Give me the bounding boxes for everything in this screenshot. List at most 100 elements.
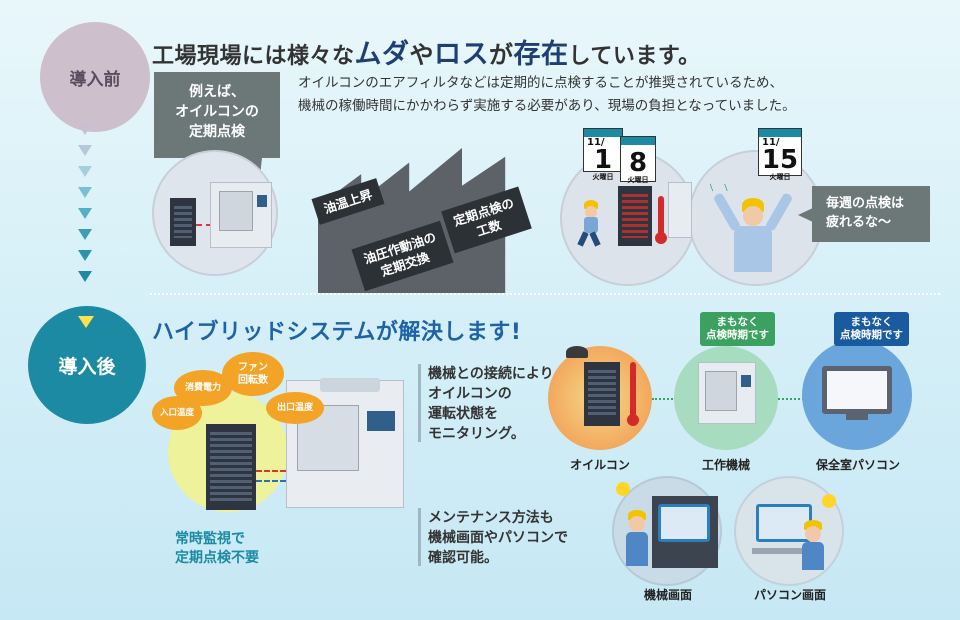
down-arrow-icon [78, 316, 94, 328]
connection-line [196, 224, 212, 226]
thermometer-bulb [627, 414, 639, 426]
bubble-line: 定期点検 [189, 124, 245, 140]
keyboard [752, 548, 802, 554]
calendar-month: 11/ [762, 137, 780, 148]
machine-tool-illustration [698, 362, 756, 424]
cloud-label: ファン 回転数 [238, 362, 268, 386]
machine-screen-display [658, 504, 710, 542]
network-caption-machine: 工作機械 [686, 456, 766, 473]
heading-text: 工場現場には様々な [152, 44, 355, 69]
machine-tool-illustration [668, 182, 692, 238]
monitor-icon [822, 366, 892, 414]
lightbulb-icon [616, 482, 630, 496]
point-line: モニタリング。 [428, 426, 525, 442]
machine-tool-illustration [210, 182, 272, 248]
point2-bar [418, 508, 421, 566]
oil-cooler-illustration [618, 186, 652, 246]
calendar-weekday: 火曜日 [769, 173, 791, 181]
calendar-nov-1: 11/ 1 火曜日 [583, 128, 623, 181]
down-arrow-icon [78, 271, 92, 282]
bubble-line: 疲れるな〜 [826, 215, 892, 230]
after-heading: ハイブリッドシステムが解決します! [152, 314, 521, 346]
cloud-outlet-temp: 出口温度 [266, 392, 324, 424]
down-arrow-icon [78, 145, 92, 156]
cloud-label: 出口温度 [276, 402, 313, 413]
network-caption-pc: 保全室パソコン [806, 456, 910, 473]
heading-text: が [489, 41, 514, 69]
point-line: 機械との接続により [428, 366, 554, 382]
network-link [778, 398, 804, 400]
calendar-month: 11/ [587, 137, 605, 148]
bubble-line: 例えば、 [189, 84, 245, 100]
tag-line: まもなく [850, 316, 893, 328]
section-divider [150, 293, 940, 295]
heading-text: ハイブリッドシステムが解決します! [152, 320, 522, 345]
monitor-stand [846, 414, 868, 420]
caption-text: 機械画面 [643, 588, 692, 602]
point1-text: 機械との接続により オイルコンの 運転状態を モニタリング。 [428, 364, 554, 444]
point1-bar [418, 364, 421, 442]
down-arrow-icon [78, 208, 92, 219]
calendar-nov-15: 11/ 15 火曜日 [758, 128, 802, 181]
down-arrow-icon [78, 187, 92, 198]
machine-tool-top [320, 378, 380, 392]
connection-line [256, 480, 286, 482]
oil-cooler-illustration [170, 198, 196, 246]
tag-line: 点検時期です [706, 329, 769, 341]
bubble-line: オイルコンの [175, 104, 259, 120]
thermometer-icon [630, 362, 636, 418]
calendar-weekday: 火曜日 [592, 173, 614, 181]
screen-caption-machine: 機械画面 [628, 586, 708, 603]
before-description: オイルコンのエアフィルタなどは定期的に点検することが推奨されているため、 機械の… [298, 72, 796, 118]
sweat-drops: ﹨ ﹨ [706, 180, 732, 193]
point-line: 機械画面やパソコンで [428, 530, 568, 546]
heading-emphasis: ロス [434, 39, 490, 70]
before-badge: 導入前 [40, 22, 150, 132]
description-line: オイルコンのエアフィルタなどは定期的に点検することが推奨されているため、 [298, 75, 784, 91]
before-heading: 工場現場には様々なムダやロスが存在しています。 [152, 32, 701, 71]
after-badge: 導入後 [28, 306, 146, 424]
before-badge-label: 導入前 [69, 69, 121, 90]
cloud-label: 消費電力 [184, 382, 221, 393]
tag-line: 点検時期です [840, 329, 903, 341]
down-arrow-icon [78, 124, 92, 135]
caption-text: 工作機械 [701, 458, 750, 472]
network-caption-oil-cooler: オイルコン [560, 456, 640, 473]
tag-line: まもなく [716, 316, 759, 328]
calendar-day: 1 [593, 145, 613, 175]
tired-speech-bubble: 毎週の点検は 疲れるな〜 [798, 186, 930, 242]
thermometer-icon [658, 196, 664, 236]
bubble-line: 毎週の点検は [826, 196, 905, 211]
oil-cooler-illustration [584, 362, 620, 426]
alert-tag-machine: まもなく 点検時期です [700, 312, 775, 346]
running-person-icon [577, 200, 602, 247]
heading-text: や [409, 41, 435, 69]
point-line: メンテナンス方法も [428, 510, 554, 526]
point-line: 確認可能。 [428, 550, 498, 566]
calendar-day: 8 [628, 148, 648, 178]
point2-text: メンテナンス方法も 機械画面やパソコンで 確認可能。 [428, 508, 568, 568]
point-line: オイルコンの [428, 386, 512, 402]
stressed-person-icon [712, 190, 794, 272]
monitoring-caption: 常時監視で 定期点検不要 [175, 530, 259, 568]
screen-caption-pc: パソコン画面 [744, 586, 836, 603]
calendar-nov-8: 8 火曜日 [620, 136, 656, 184]
point-line: 運転状態を [428, 406, 498, 422]
flow-arrows [78, 124, 94, 282]
example-bubble: 例えば、 オイルコンの 定期点検 [154, 72, 280, 176]
heading-emphasis: 存在 [513, 39, 569, 70]
alert-tag-pc: まもなく 点検時期です [834, 312, 909, 346]
heading-emphasis: ムダ [354, 39, 410, 70]
caption-text: オイルコン [570, 458, 630, 472]
down-arrow-icon [78, 166, 92, 177]
description-line: 機械の稼働時間にかかわらず実施する必要があり、現場の負担となっていました。 [298, 98, 796, 114]
connection-line [256, 470, 286, 472]
caption-text: パソコン画面 [753, 588, 826, 602]
cloud-fan-speed: ファン 回転数 [222, 352, 284, 396]
worker-icon [624, 510, 650, 566]
network-link [652, 398, 676, 400]
worker-icon [800, 520, 826, 570]
cloud-label: 入口温度 [159, 407, 194, 418]
tortoise-icon [566, 346, 588, 358]
lightbulb-icon [822, 494, 836, 508]
